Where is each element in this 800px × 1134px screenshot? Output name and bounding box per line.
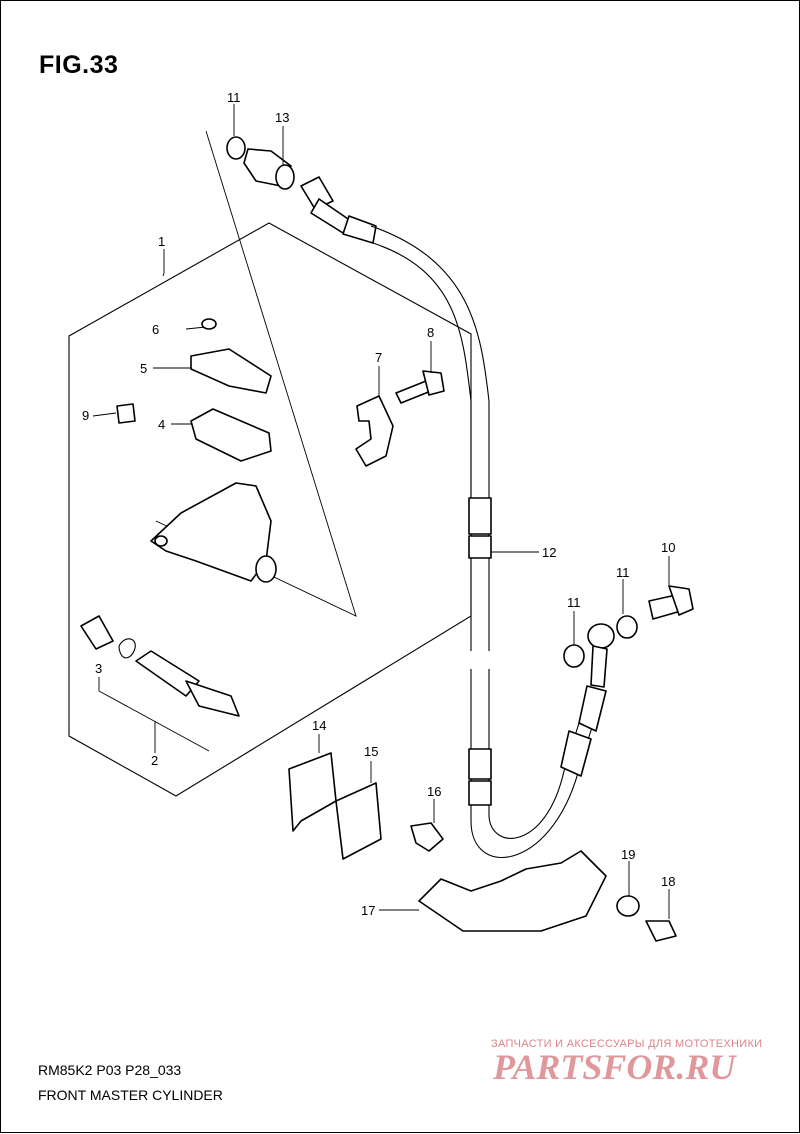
reservoir-cap-5 bbox=[190, 348, 272, 394]
watermark-logo: PARTSFOR.RU bbox=[493, 1047, 737, 1087]
callout-16: 16 bbox=[427, 784, 441, 799]
callout-18: 18 bbox=[661, 874, 675, 889]
figure-title: FIG.33 bbox=[39, 51, 119, 79]
piston-kit-3 bbox=[80, 615, 240, 717]
washer-11-right-a bbox=[563, 644, 585, 668]
brake-hose bbox=[300, 176, 615, 858]
callout-19: 19 bbox=[621, 847, 635, 862]
callout-14: 14 bbox=[312, 718, 326, 733]
bolt-18 bbox=[645, 920, 677, 942]
screw-6 bbox=[185, 318, 217, 330]
callout-5: 5 bbox=[140, 361, 147, 376]
union-fitting-13 bbox=[243, 148, 295, 190]
bolt-16 bbox=[410, 822, 444, 852]
clamp-7 bbox=[355, 395, 394, 467]
callout-8: 8 bbox=[427, 325, 434, 340]
holder-plate-14 bbox=[288, 752, 337, 832]
callout-11-right-a: 11 bbox=[567, 595, 581, 610]
callout-11-right-b: 11 bbox=[616, 565, 630, 580]
diaphragm-plate-4 bbox=[190, 408, 272, 462]
callout-1: 1 bbox=[158, 234, 165, 249]
callout-10: 10 bbox=[661, 540, 675, 555]
callout-9: 9 bbox=[82, 408, 89, 423]
callout-11-top: 11 bbox=[227, 90, 241, 105]
assembly-box-outline bbox=[68, 222, 472, 797]
callout-17: 17 bbox=[361, 903, 375, 918]
collar-19 bbox=[616, 895, 640, 917]
callout-labels: 1 2 3 4 5 6 7 8 9 10 11 11 11 12 13 14 1… bbox=[82, 90, 675, 918]
callout-12: 12 bbox=[542, 545, 556, 560]
model-code: RM85K2 P03 P28_033 bbox=[38, 1062, 182, 1078]
disc-guard-17 bbox=[418, 850, 607, 932]
diagram-name: FRONT MASTER CYLINDER bbox=[38, 1087, 223, 1103]
callout-6: 6 bbox=[152, 322, 159, 337]
callout-15: 15 bbox=[364, 744, 378, 759]
union-bolt-10 bbox=[648, 585, 694, 620]
master-cylinder-body bbox=[150, 482, 277, 583]
svg-text:PARTSFOR.RU: PARTSFOR.RU bbox=[493, 1047, 737, 1087]
watermark-tagline: ЗАПЧАСТИ И АКСЕССУАРЫ ДЛЯ МОТОТЕХНИКИ bbox=[491, 1038, 763, 1050]
callout-4: 4 bbox=[158, 417, 165, 432]
boot-9 bbox=[116, 403, 136, 424]
callout-13: 13 bbox=[275, 110, 289, 125]
leader-lines bbox=[92, 104, 670, 919]
holder-plate-15 bbox=[335, 782, 382, 860]
callout-7: 7 bbox=[375, 350, 382, 365]
bolt-8 bbox=[395, 370, 445, 404]
washer-11-right-b bbox=[616, 615, 638, 639]
callout-3: 3 bbox=[95, 661, 102, 676]
callout-2: 2 bbox=[151, 753, 158, 768]
washer-11-top bbox=[226, 136, 246, 160]
